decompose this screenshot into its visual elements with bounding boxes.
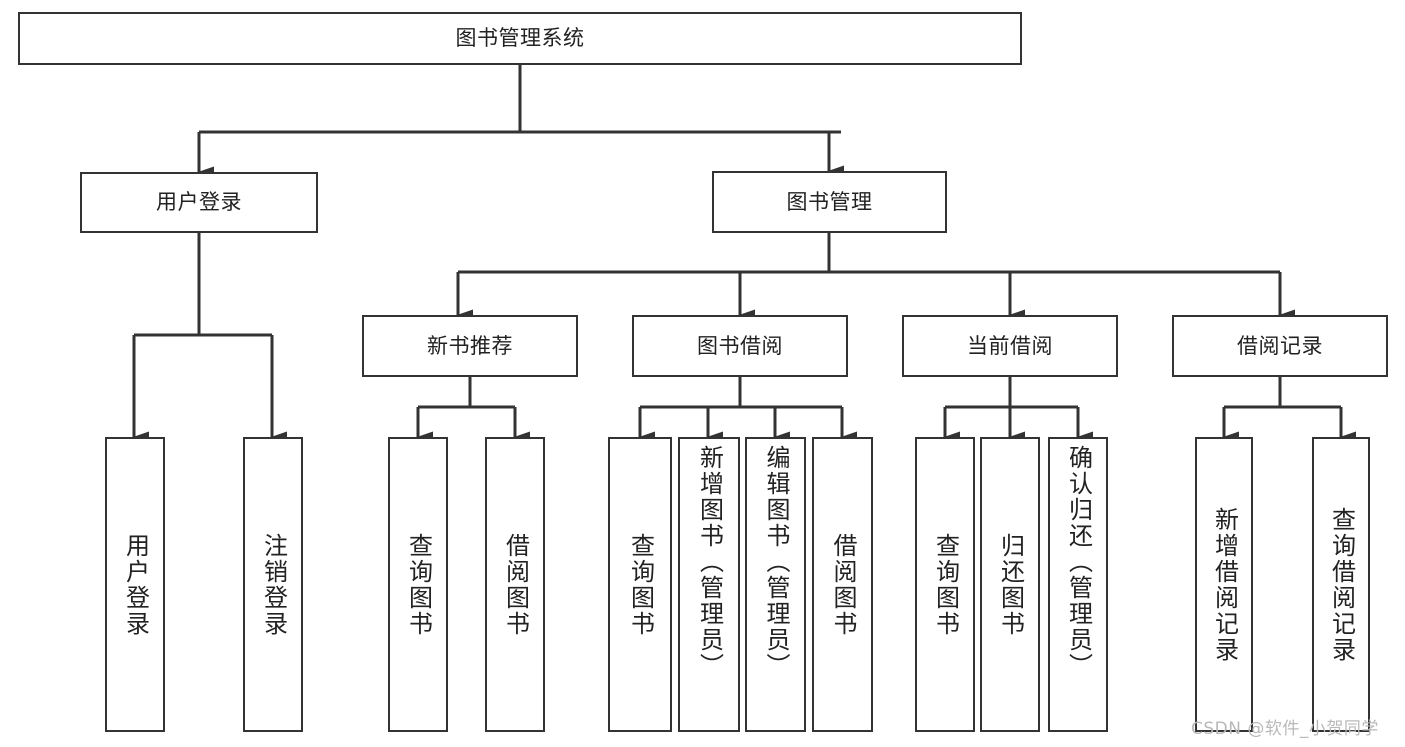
node-label: 新增借阅记录 bbox=[1210, 506, 1239, 663]
leaf-current-query-book[interactable]: 查询图书 bbox=[915, 437, 975, 732]
node-label: 注销登录 bbox=[259, 532, 288, 637]
node-label: 当前借阅 bbox=[967, 333, 1053, 358]
node-borrow-record[interactable]: 借阅记录 bbox=[1172, 315, 1388, 377]
node-label: 借阅图书 bbox=[501, 532, 530, 637]
node-label: 查询图书 bbox=[931, 532, 960, 637]
node-label: 新增图书（管理员） bbox=[695, 445, 724, 679]
node-label: 图书管理 bbox=[786, 189, 873, 214]
csdn-watermark: CSDN @软件_小贺同学 bbox=[1191, 719, 1379, 739]
leaf-new-book-borrow[interactable]: 借阅图书 bbox=[485, 437, 545, 732]
leaf-user-login-login[interactable]: 用户登录 bbox=[105, 437, 165, 732]
node-label: 图书管理系统 bbox=[455, 26, 585, 51]
leaf-current-return-book[interactable]: 归还图书 bbox=[980, 437, 1040, 732]
node-user-login[interactable]: 用户登录 bbox=[80, 172, 318, 233]
leaf-record-query-record[interactable]: 查询借阅记录 bbox=[1312, 437, 1370, 732]
node-root-system[interactable]: 图书管理系统 bbox=[18, 12, 1022, 65]
node-book-borrow[interactable]: 图书借阅 bbox=[632, 315, 848, 377]
node-label: 查询图书 bbox=[626, 532, 655, 637]
node-label: 编辑图书（管理员） bbox=[761, 445, 790, 679]
node-new-book-recommend[interactable]: 新书推荐 bbox=[362, 315, 578, 377]
leaf-record-add-record[interactable]: 新增借阅记录 bbox=[1195, 437, 1253, 732]
node-label: 确认归还（管理员） bbox=[1064, 445, 1093, 679]
leaf-borrow-borrow-book[interactable]: 借阅图书 bbox=[812, 437, 873, 732]
node-current-borrow[interactable]: 当前借阅 bbox=[902, 315, 1118, 377]
leaf-current-confirm-return-admin[interactable]: 确认归还（管理员） bbox=[1048, 437, 1108, 732]
leaf-borrow-edit-book-admin[interactable]: 编辑图书（管理员） bbox=[745, 437, 806, 732]
node-label: 借阅记录 bbox=[1237, 333, 1323, 358]
node-label: 图书借阅 bbox=[697, 333, 783, 358]
node-book-management[interactable]: 图书管理 bbox=[712, 171, 947, 233]
leaf-new-book-query[interactable]: 查询图书 bbox=[388, 437, 448, 732]
node-label: 借阅图书 bbox=[828, 532, 857, 637]
leaf-borrow-add-book-admin[interactable]: 新增图书（管理员） bbox=[678, 437, 740, 732]
node-label: 新书推荐 bbox=[427, 333, 513, 358]
node-label: 查询借阅记录 bbox=[1327, 506, 1356, 663]
leaf-user-login-logout[interactable]: 注销登录 bbox=[243, 437, 303, 732]
node-label: 查询图书 bbox=[404, 532, 433, 637]
node-label: 用户登录 bbox=[121, 532, 150, 637]
leaf-borrow-query-book[interactable]: 查询图书 bbox=[608, 437, 672, 732]
node-label: 归还图书 bbox=[996, 532, 1025, 637]
node-label: 用户登录 bbox=[156, 190, 242, 215]
